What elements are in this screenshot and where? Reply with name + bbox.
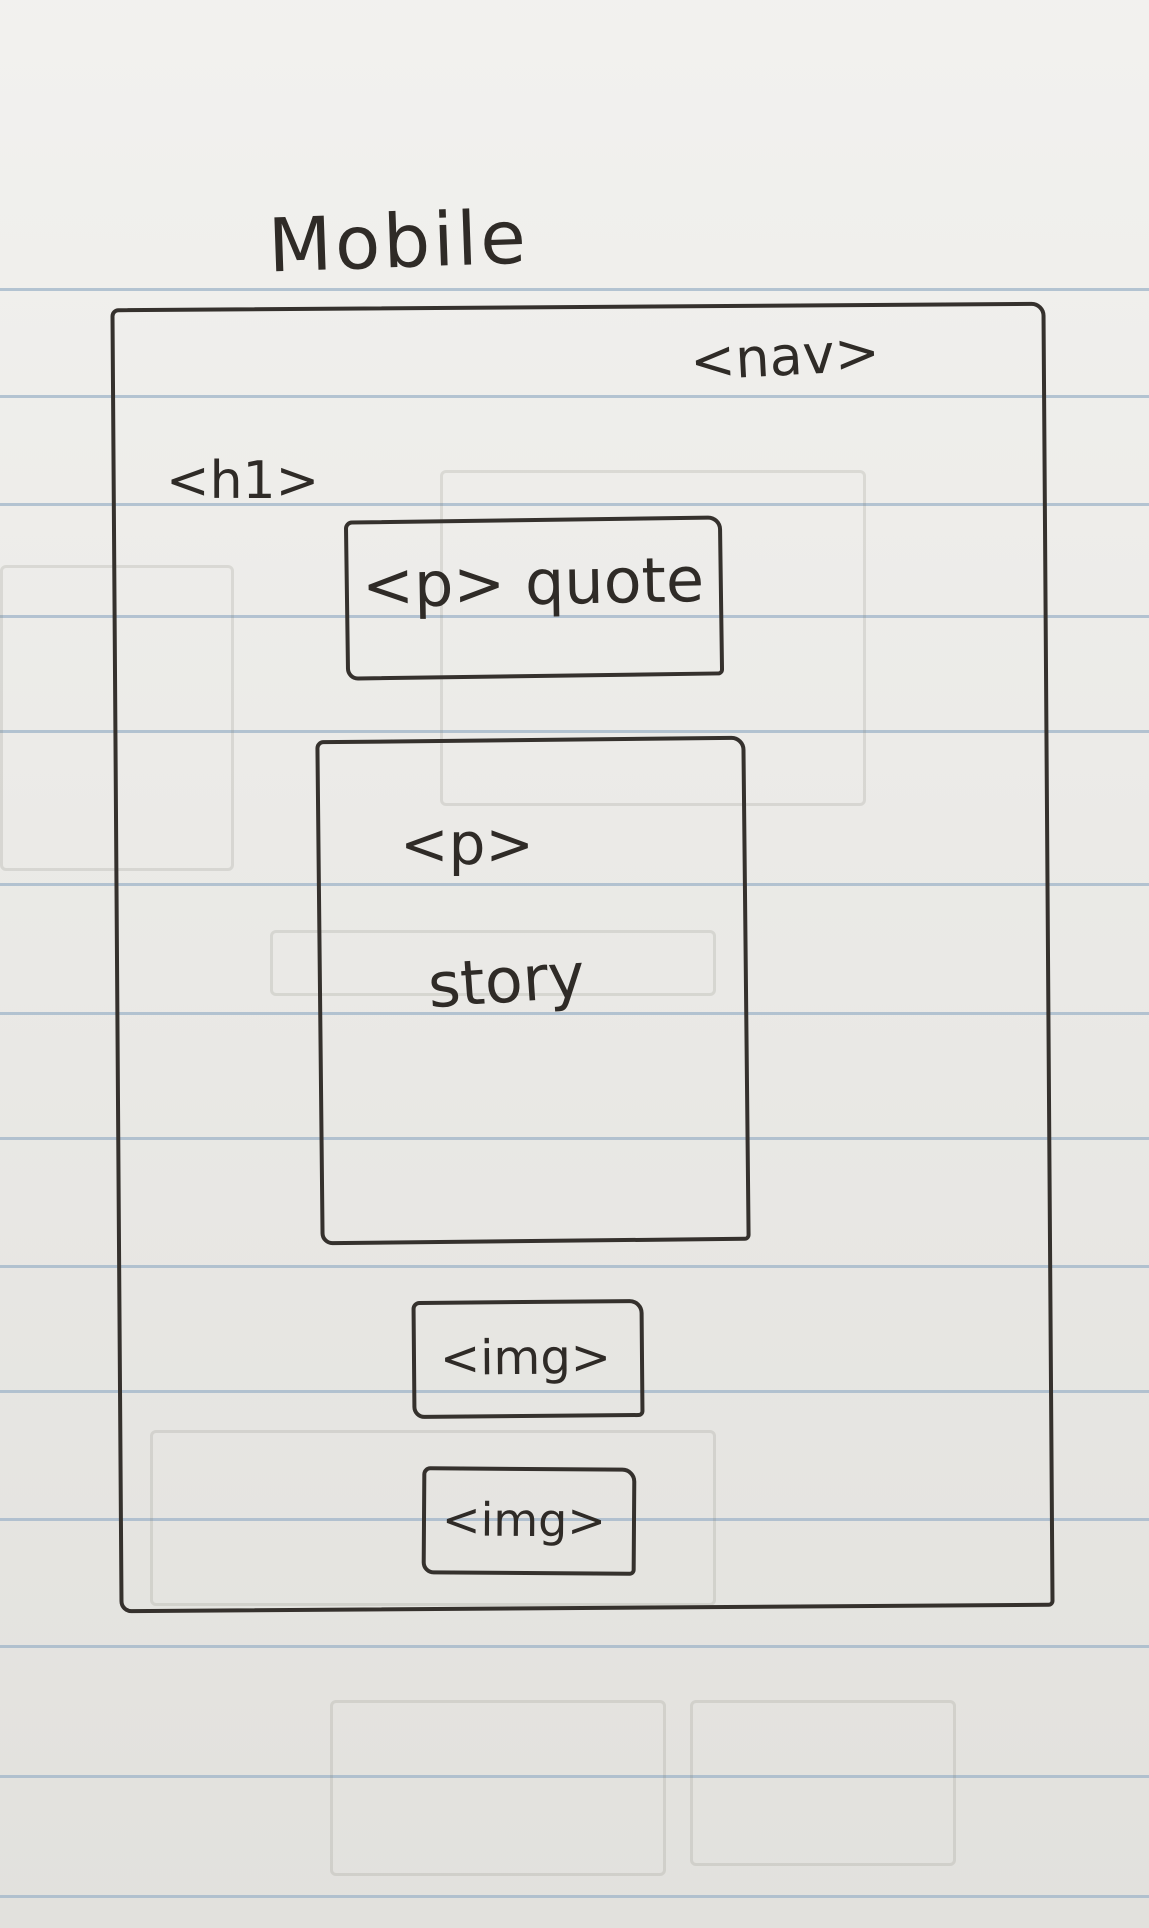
story-tag-label: <p> [400,810,535,878]
bleed-through-mark [330,1700,666,1876]
bleed-through-mark [690,1700,956,1866]
ruled-line [0,883,1149,886]
quote-label: <p> quote [361,543,705,622]
ruled-line [0,730,1149,733]
ruled-line [0,615,1149,618]
ruled-line [0,1775,1149,1778]
image-label-1: <img> [439,1329,612,1387]
story-label: story [425,938,588,1023]
ruled-line [0,1645,1149,1648]
ruled-line [0,1895,1149,1898]
bleed-through-mark [270,930,716,996]
bleed-through-mark [440,470,866,806]
ruled-line [0,1390,1149,1393]
ruled-line [0,1012,1149,1015]
nav-label: <nav> [688,320,882,393]
ruled-line [0,1137,1149,1140]
ruled-line [0,1265,1149,1268]
ruled-line [0,395,1149,398]
bleed-through-mark [0,565,234,871]
ruled-line [0,503,1149,506]
image-label-2: <img> [441,1492,607,1548]
h1-label: <h1> [166,451,320,511]
image-box-1: <img> [411,1298,645,1420]
bleed-through-mark [150,1430,716,1606]
ruled-line [0,1518,1149,1521]
sketch-title: Mobile [266,194,531,290]
image-box-2: <img> [421,1466,637,1576]
ruled-line [0,288,1149,291]
